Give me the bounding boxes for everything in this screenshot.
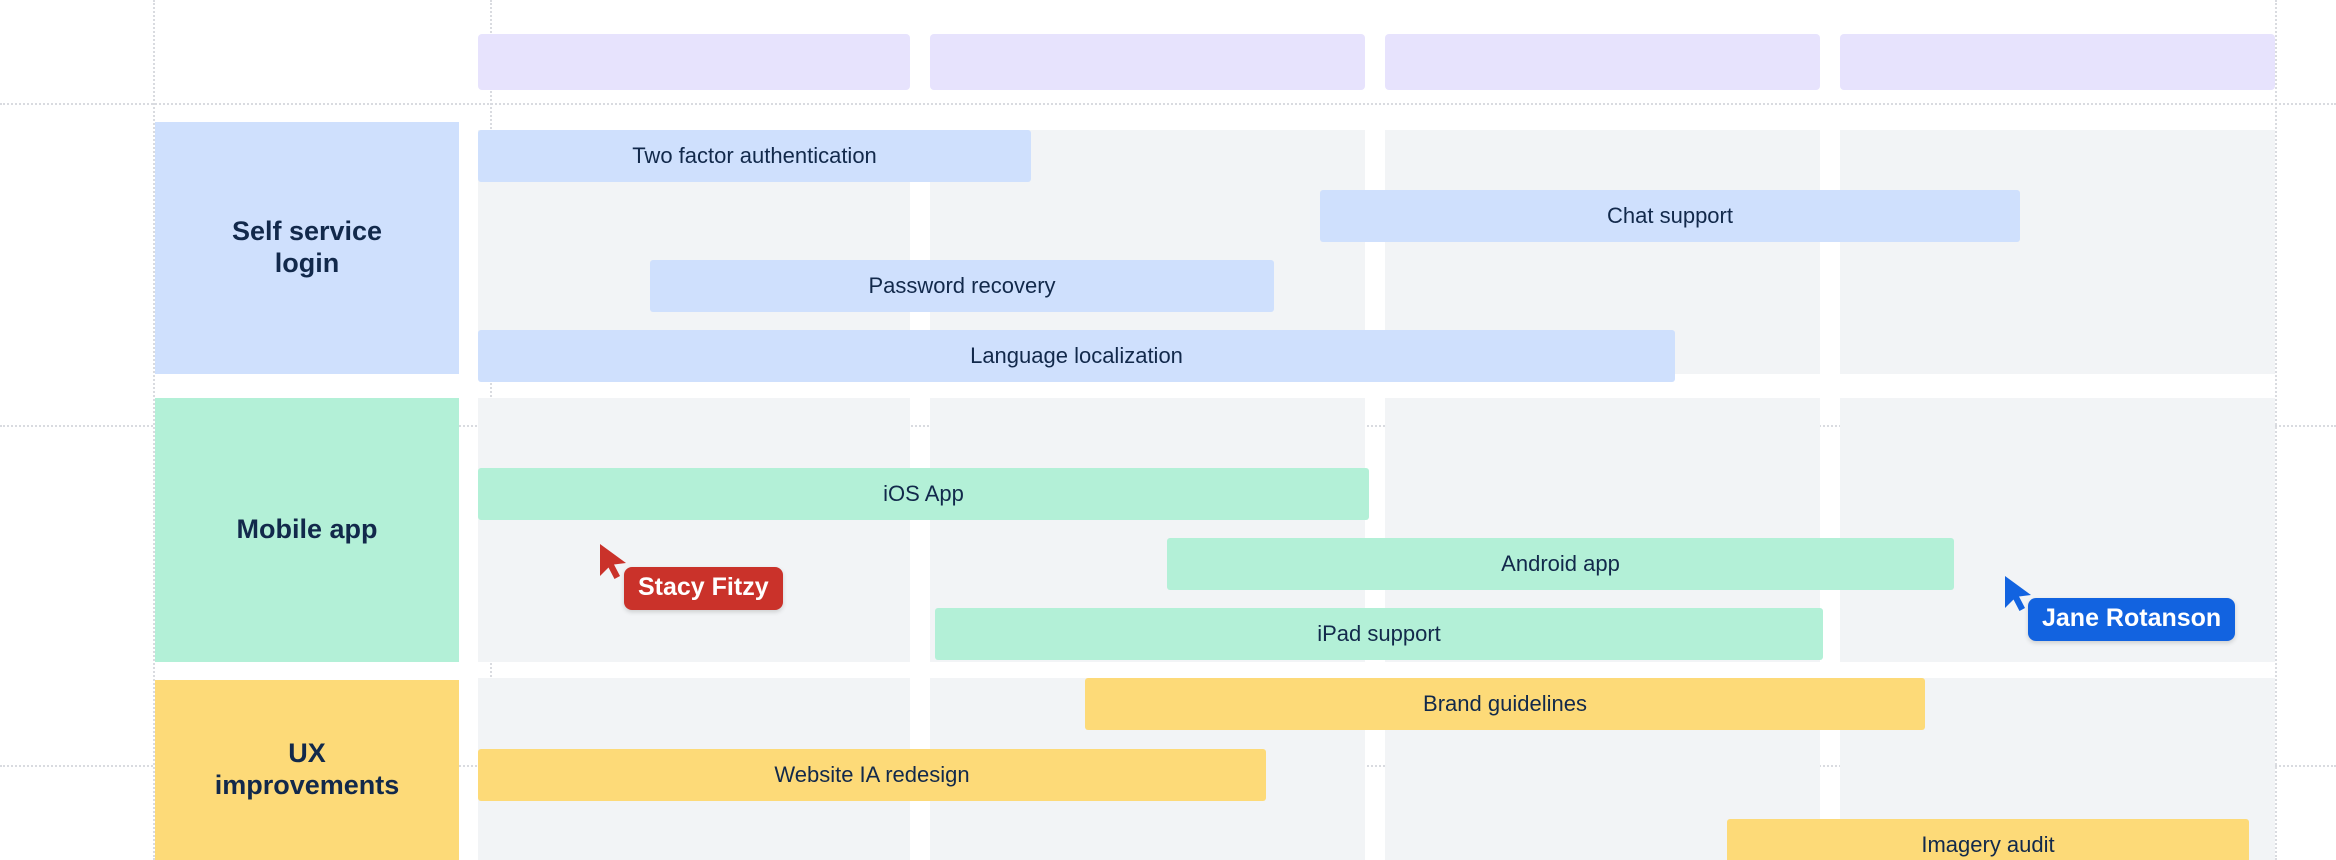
- vertical-guide-line: [153, 0, 155, 860]
- task-bar[interactable]: Two factor authentication: [478, 130, 1031, 182]
- task-bar[interactable]: Brand guidelines: [1085, 678, 1925, 730]
- swimlane-label-ux-improvements[interactable]: UX improvements: [155, 680, 459, 860]
- task-bar[interactable]: Language localization: [478, 330, 1675, 382]
- task-bar[interactable]: Imagery audit: [1727, 819, 2249, 860]
- task-bar[interactable]: iOS App: [478, 468, 1369, 520]
- month-header-march[interactable]: [1385, 34, 1820, 90]
- task-bar[interactable]: Android app: [1167, 538, 1954, 590]
- task-bar[interactable]: Website IA redesign: [478, 749, 1266, 801]
- swimlane-label-text: UX improvements: [214, 738, 400, 800]
- swimlane-label-self-service-login[interactable]: Self service login: [155, 122, 459, 374]
- month-header-february[interactable]: [930, 34, 1365, 90]
- month-column-strip: [1840, 130, 2275, 374]
- vertical-guide-line: [2275, 0, 2277, 860]
- cursor-pointer-icon: [598, 543, 632, 581]
- swimlane-label-text: Mobile app: [236, 514, 378, 545]
- cursor-pointer-icon: [2003, 575, 2037, 613]
- swimlane-label-mobile-app[interactable]: Mobile app: [155, 398, 459, 662]
- month-header-april[interactable]: [1840, 34, 2275, 90]
- horizontal-guide-line: [0, 103, 2336, 105]
- month-column-strip: [478, 398, 910, 662]
- swimlane-label-text: Self service login: [231, 216, 383, 278]
- month-header-january[interactable]: [478, 34, 910, 90]
- task-bar[interactable]: Chat support: [1320, 190, 2020, 242]
- task-bar[interactable]: iPad support: [935, 608, 1823, 660]
- task-bar[interactable]: Password recovery: [650, 260, 1274, 312]
- cursor-name-chip: Stacy Fitzy: [624, 567, 783, 610]
- cursor-name-chip: Jane Rotanson: [2028, 598, 2236, 641]
